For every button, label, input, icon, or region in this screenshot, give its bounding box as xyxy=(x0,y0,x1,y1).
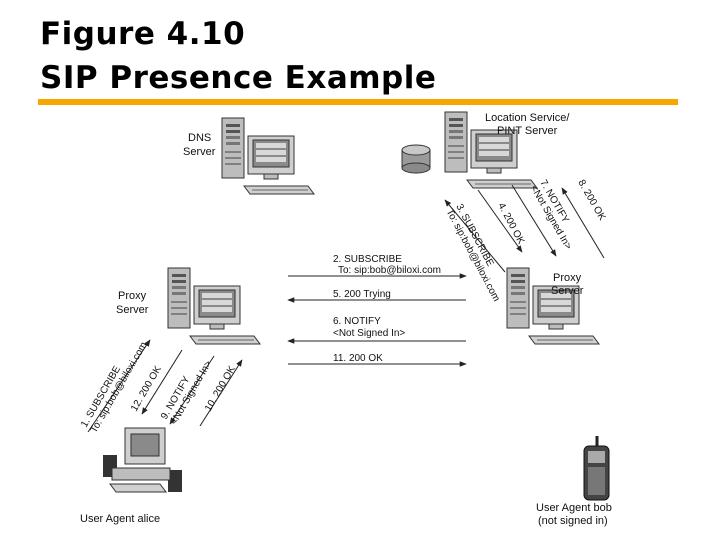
arrow-m10 xyxy=(199,359,243,427)
arrow-m8 xyxy=(561,187,605,259)
m4-label: 4. 200 OK xyxy=(495,201,526,246)
m11-label: 11. 200 OK xyxy=(333,353,383,364)
dns-label-1: DNS xyxy=(188,132,211,144)
proxy-left-computer xyxy=(167,267,261,345)
location-label-1: Location Service/ xyxy=(485,112,570,124)
title-line-1: Figure 4.10 xyxy=(40,16,246,52)
arrow-m9 xyxy=(169,355,215,425)
arrow-m1 xyxy=(87,339,151,433)
arrow-m4 xyxy=(477,189,523,253)
page-title: Figure 4.10 SIP Presence Example xyxy=(40,12,436,100)
m5-label: 5. 200 Trying xyxy=(333,289,391,300)
title-line-2: SIP Presence Example xyxy=(40,60,437,96)
bob-phone xyxy=(583,436,610,501)
alice-computer xyxy=(103,427,182,493)
arrow-m7 xyxy=(511,184,557,257)
m6-label-2: <Not Signed In> xyxy=(333,328,405,339)
database-icon xyxy=(401,144,431,174)
m2-label-1: 2. SUBSCRIBE xyxy=(333,254,402,265)
location-label-2: PINT Server xyxy=(497,125,558,137)
bob-label-2: (not signed in) xyxy=(538,515,608,527)
dns-server-computer xyxy=(221,117,315,195)
proxy-left-label-2: Server xyxy=(116,304,149,316)
m8-label: 8. 200 OK xyxy=(575,178,607,223)
proxy-left-label-1: Proxy xyxy=(118,290,147,302)
bob-label-1: User Agent bob xyxy=(536,502,612,514)
m2-label-2: To: sip:bob@biloxi.com xyxy=(338,265,441,276)
arrow-m12 xyxy=(141,349,183,415)
proxy-right-label-1: Proxy xyxy=(553,272,582,284)
m6-label-1: 6. NOTIFY xyxy=(333,316,381,327)
proxy-right-label-2: Server xyxy=(551,285,584,297)
dns-label-2: Server xyxy=(183,146,216,158)
title-accent-rule xyxy=(38,99,678,105)
arrow-m3 xyxy=(444,199,506,273)
alice-label: User Agent alice xyxy=(80,513,160,525)
